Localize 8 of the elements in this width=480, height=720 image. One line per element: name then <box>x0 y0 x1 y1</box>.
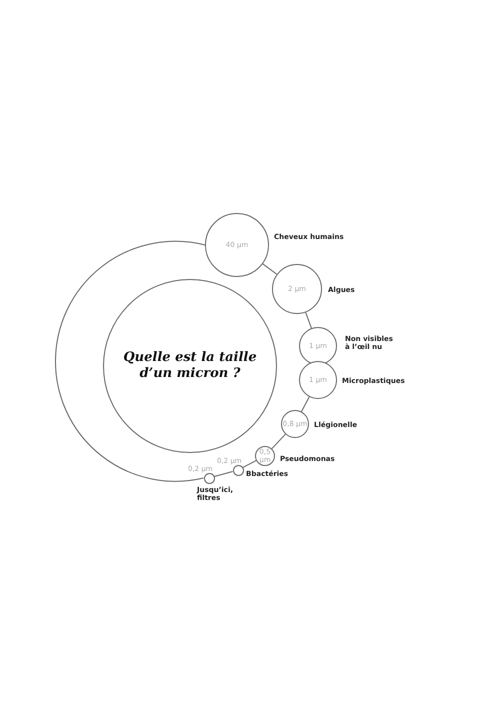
connector-line <box>242 460 257 468</box>
question-text: Quelle est la taille d’un micron ? <box>122 350 258 382</box>
connector-line <box>305 312 312 329</box>
ring-arc <box>55 240 206 482</box>
connector-line <box>262 263 278 275</box>
connector-line <box>214 470 234 478</box>
connector-line <box>271 434 286 450</box>
connector-line <box>300 396 310 412</box>
